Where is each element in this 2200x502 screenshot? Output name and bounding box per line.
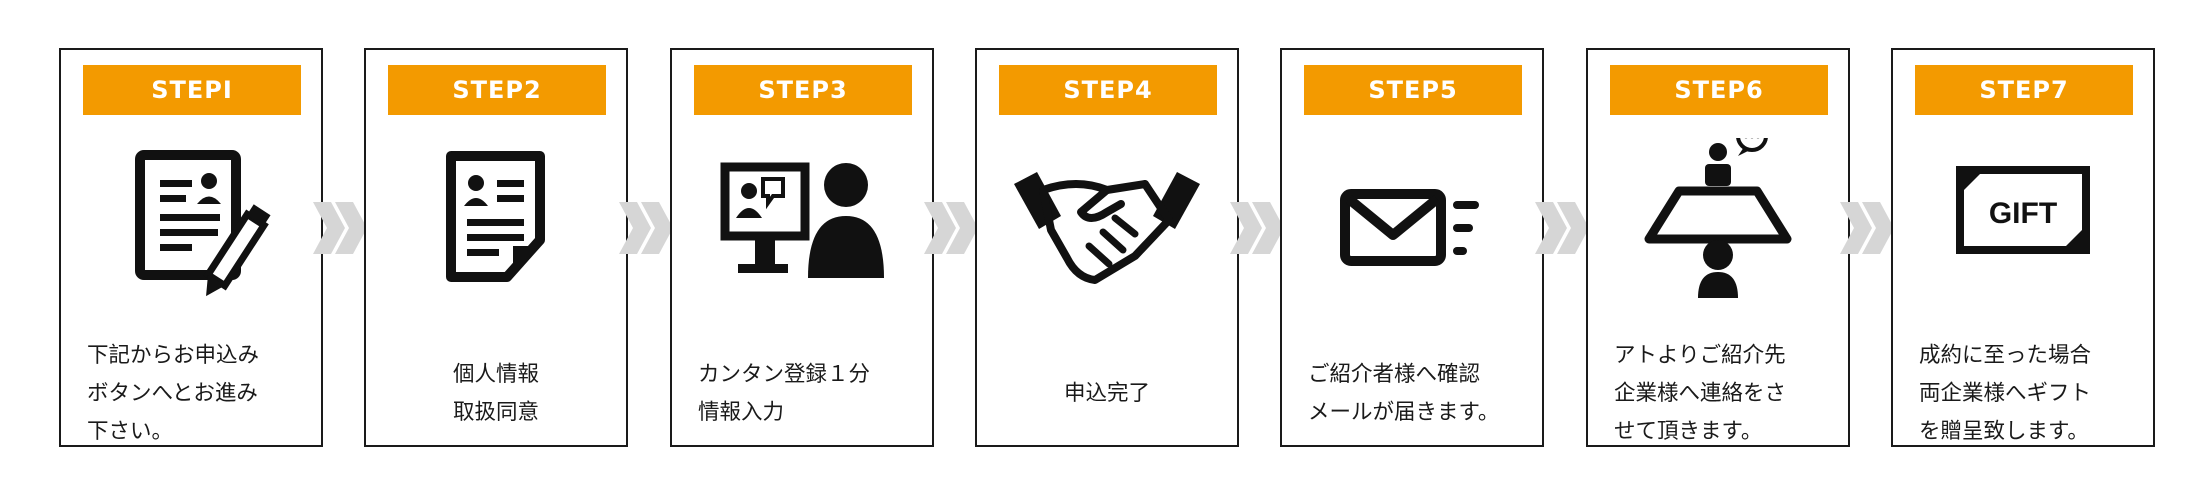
chevron-right-icon (311, 200, 369, 256)
step-text-line: 取扱同意 (452, 399, 539, 425)
step-description: 個人情報 取扱同意 (380, 350, 612, 437)
handshake-icon (977, 138, 1237, 324)
step-label: STEP5 (1304, 65, 1522, 115)
chevron-right-icon (1228, 200, 1286, 256)
step-text-line: メールが届きます。 (1308, 399, 1500, 425)
step-card-6: STEP6 アトよりご紹介先 企業様へ連絡をさ せて頂きます。 (1586, 48, 1850, 447)
step-label: STEP4 (999, 65, 1217, 115)
step-card-5: STEP5 ご紹介者様へ確認 メールが届きます。 (1280, 48, 1544, 447)
step-text-line: アトよりご紹介先 (1614, 342, 1786, 368)
step-description: カンタン登録１分 情報入力 (698, 350, 918, 437)
step-text-line: 企業様へ連絡をさ (1614, 380, 1787, 406)
step-text-line: 情報入力 (698, 399, 785, 425)
step-description: ご紹介者様へ確認 メールが届きます。 (1308, 350, 1528, 437)
step-label: STEP6 (1610, 65, 1828, 115)
step-text-line: 個人情報 (452, 361, 539, 387)
application-form-pen-icon (61, 138, 321, 324)
step-label: STEP2 (388, 65, 606, 115)
step-label: STEP3 (694, 65, 912, 115)
gift-card-icon: GIFT (1893, 138, 2153, 324)
step-description: アトよりご紹介先 企業様へ連絡をさ せて頂きます。 (1614, 343, 1834, 444)
step-card-2: STEP2 個人情報 取扱同意 (364, 48, 628, 447)
personal-info-document-icon (366, 138, 626, 324)
step-text-line: カンタン登録１分 (698, 361, 871, 387)
step-text-line: せて頂きます。 (1614, 418, 1763, 444)
step-text-line: 成約に至った場合 (1919, 342, 2092, 368)
step-description: 申込完了 (991, 350, 1223, 437)
step-card-1: STEPⅠ 下記からお申込み ボタンへとお進み 下さい。 (59, 48, 323, 447)
gift-label: GIFT (1989, 197, 2057, 230)
step-text-line: ボタンへとお進み (87, 380, 258, 406)
mail-sending-icon (1282, 138, 1542, 324)
online-registration-person-icon (672, 138, 932, 324)
step-label: STEPⅠ (83, 65, 301, 115)
step-text-line: 両企業様へギフト (1919, 380, 2092, 406)
chevron-right-icon (922, 200, 980, 256)
chevron-right-icon (1533, 200, 1591, 256)
step-card-7: STEP7 GIFT 成約に至った場合 両企業様へギフト を贈呈致します。 (1891, 48, 2155, 447)
step-text-line: 申込完了 (1063, 380, 1150, 406)
chevron-right-icon (617, 200, 675, 256)
chevron-right-icon (1838, 200, 1896, 256)
step-description: 下記からお申込み ボタンへとお進み 下さい。 (87, 343, 307, 444)
step-text-line: ご紹介者様へ確認 (1308, 361, 1481, 387)
step-text-line: 下記からお申込み (87, 342, 260, 368)
step-card-3: STEP3 カンタン登録１分 情報入力 (670, 48, 934, 447)
step-label: STEP7 (1915, 65, 2133, 115)
meeting-table-icon (1588, 138, 1848, 324)
step-description: 成約に至った場合 両企業様へギフト を贈呈致します。 (1919, 343, 2139, 444)
step-card-4: STEP4 申込完了 (975, 48, 1239, 447)
step-text-line: 下さい。 (87, 418, 174, 444)
step-text-line: を贈呈致します。 (1919, 418, 2089, 444)
